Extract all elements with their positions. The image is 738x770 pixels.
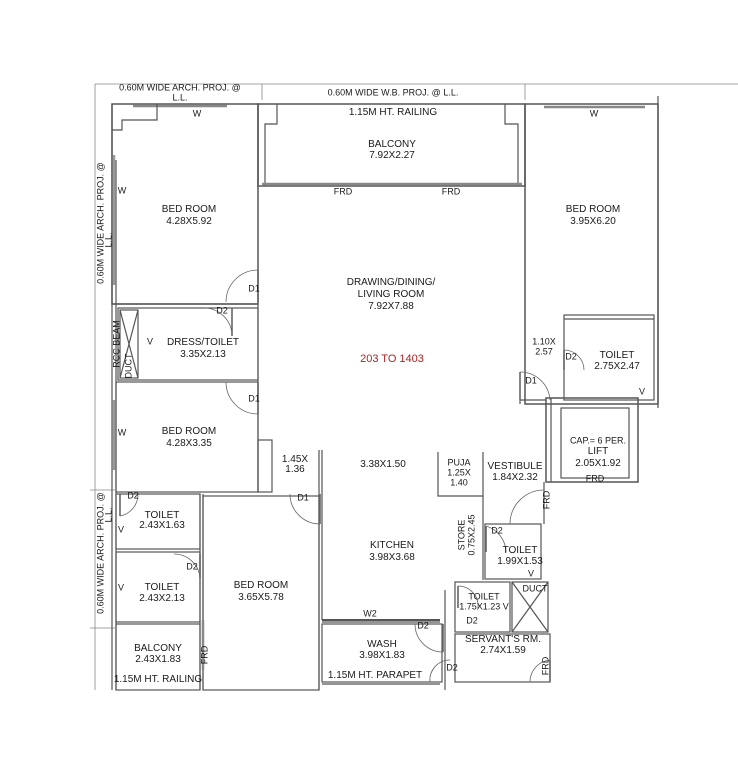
room-name-toilet-a: TOILET: [144, 510, 180, 521]
rcc-beam-label: RCC BEAM: [111, 320, 122, 368]
top-wb-proj-note: 0.60M WIDE W.B. PROJ. @ L.L.: [327, 87, 459, 98]
passage-e-size-1: 1.10X: [532, 336, 556, 347]
room-name-balcony-main: BALCONY: [368, 139, 416, 150]
passage-size-1: 1.45X: [281, 454, 309, 465]
door-tag-d2-servant: D2: [446, 662, 458, 673]
bottom-parapet-note: 1.15M HT. PARAPET: [327, 670, 423, 681]
frd-tag-bed3: FRD: [199, 645, 210, 665]
room-name-toilet-e: TOILET: [599, 350, 635, 361]
room-name-kitchen: KITCHEN: [370, 540, 414, 551]
room-name-toilet-c: TOILET: [502, 545, 538, 556]
room-name-toilet-d: TOILET: [468, 591, 500, 602]
room-size-servant: 2.74X1.59: [480, 645, 526, 656]
frd-tag-lift: FRD: [585, 473, 605, 484]
vent-tag-toilet-c: V: [527, 568, 535, 579]
top-railing-note: 1.15M HT. RAILING: [348, 107, 438, 118]
room-size-store: 0.75X2.45: [466, 514, 477, 556]
window-tag-bed2: W: [117, 427, 127, 438]
frd-tag-balcony-left: FRD: [333, 186, 353, 197]
room-size-balcony-main: 7.92X2.27: [369, 150, 415, 161]
top-left-proj-note-ll: L.L.: [172, 92, 188, 103]
window-tag-bed1-top: W: [192, 108, 202, 119]
window-tag-bed4-top: W: [589, 108, 599, 119]
left-upper-proj-note-ll: L.L.: [103, 232, 114, 248]
room-size-puja-2: 1.40: [450, 477, 468, 488]
door-tag-d2-toilet-d: D2: [466, 615, 478, 626]
passage-size-2: 1.36: [285, 464, 305, 475]
room-name-bed3: BED ROOM: [233, 580, 289, 591]
door-tag-d1-bed3: D1: [297, 492, 309, 503]
room-size-vestibule: 1.84X2.32: [492, 472, 538, 483]
window-tag-bed1-left: W: [117, 185, 127, 196]
room-size-toilet-a: 2.43X1.63: [139, 520, 185, 531]
top-left-proj-note: 0.60M WIDE ARCH. PROJ. @: [119, 82, 241, 93]
lift-capacity: CAP.= 6 PER.: [569, 435, 627, 446]
room-name-wash: WASH: [367, 639, 397, 650]
left-lower-proj-note-ll: L.L.: [103, 507, 114, 523]
vent-tag-toilet-e: V: [638, 386, 646, 397]
room-name-bed2: BED ROOM: [161, 426, 217, 437]
vent-tag-toilet-b: V: [117, 582, 125, 593]
left-upper-proj-note: 0.60M WIDE ARCH. PROJ. @: [95, 162, 106, 284]
room-size-dress-toilet: 3.35X2.13: [180, 349, 226, 360]
room-name-servant: SERVANT'S RM.: [465, 634, 541, 645]
room-size-bed1: 4.28X5.92: [166, 216, 212, 227]
door-tag-d2-toilet-c: D2: [491, 525, 503, 536]
flat-range-label: 203 TO 1403: [360, 353, 424, 365]
duct-label-left: DUCT: [123, 353, 134, 379]
door-tag-d2-wash: D2: [417, 620, 429, 631]
room-size-toilet-e: 2.75X2.47: [594, 361, 640, 372]
vent-tag-toilet-a: V: [117, 524, 125, 535]
room-size-toilet-d: 1.75X1.23 V: [459, 601, 509, 612]
room-size-bed2: 4.28X3.35: [166, 438, 212, 449]
room-size-balcony-small: 2.43X1.83: [135, 654, 181, 665]
room-name-lift: LIFT: [587, 446, 609, 457]
door-tag-d2-dress: D2: [216, 305, 228, 316]
room-size-living: 7.92X7.88: [368, 301, 414, 312]
room-name-living-2: LIVING ROOM: [357, 289, 425, 300]
room-size-puja-1: 1.25X: [447, 467, 471, 478]
dining-ext-size: 3.38X1.50: [360, 459, 406, 470]
room-size-lift: 2.05X1.92: [575, 458, 621, 469]
frd-tag-servant: FRD: [540, 656, 551, 676]
duct-label-right: DUCT: [522, 583, 548, 594]
room-size-wash: 3.98X1.83: [359, 650, 405, 661]
passage-e-size-2: 2.57: [535, 346, 553, 357]
room-size-bed4: 3.95X6.20: [570, 216, 616, 227]
door-tag-d1-bed4: D1: [525, 375, 537, 386]
vent-tag-dress: V: [146, 336, 154, 347]
door-tag-d1-bed1: D1: [248, 283, 260, 294]
bottom-left-railing-note: 1.15M HT. RAILING: [113, 674, 203, 685]
room-size-bed3: 3.65X5.78: [238, 592, 284, 603]
room-name-bed4: BED ROOM: [565, 204, 621, 215]
room-name-vestibule: VESTIBULE: [487, 461, 543, 472]
window-tag-w2: W2: [363, 608, 377, 619]
door-tag-d1-bed2: D1: [248, 393, 260, 404]
door-tag-d2-toilet-e: D2: [565, 351, 577, 362]
door-tag-d2-toilet-b: D2: [186, 561, 198, 572]
room-size-toilet-c: 1.99X1.53: [497, 556, 543, 567]
room-name-dress-toilet: DRESS/TOILET: [166, 337, 240, 348]
frd-tag-vestibule: FRD: [541, 490, 552, 510]
room-name-bed1: BED ROOM: [161, 204, 217, 215]
room-name-toilet-b: TOILET: [144, 582, 180, 593]
room-size-kitchen: 3.98X3.68: [369, 552, 415, 563]
room-name-balcony-small: BALCONY: [134, 643, 182, 654]
room-name-puja: PUJA: [447, 457, 471, 468]
door-tag-d2-toilet-a: D2: [127, 490, 139, 501]
frd-tag-balcony-right: FRD: [441, 186, 461, 197]
room-size-toilet-b: 2.43X2.13: [139, 593, 185, 604]
room-name-living-1: DRAWING/DINING/: [346, 277, 436, 288]
